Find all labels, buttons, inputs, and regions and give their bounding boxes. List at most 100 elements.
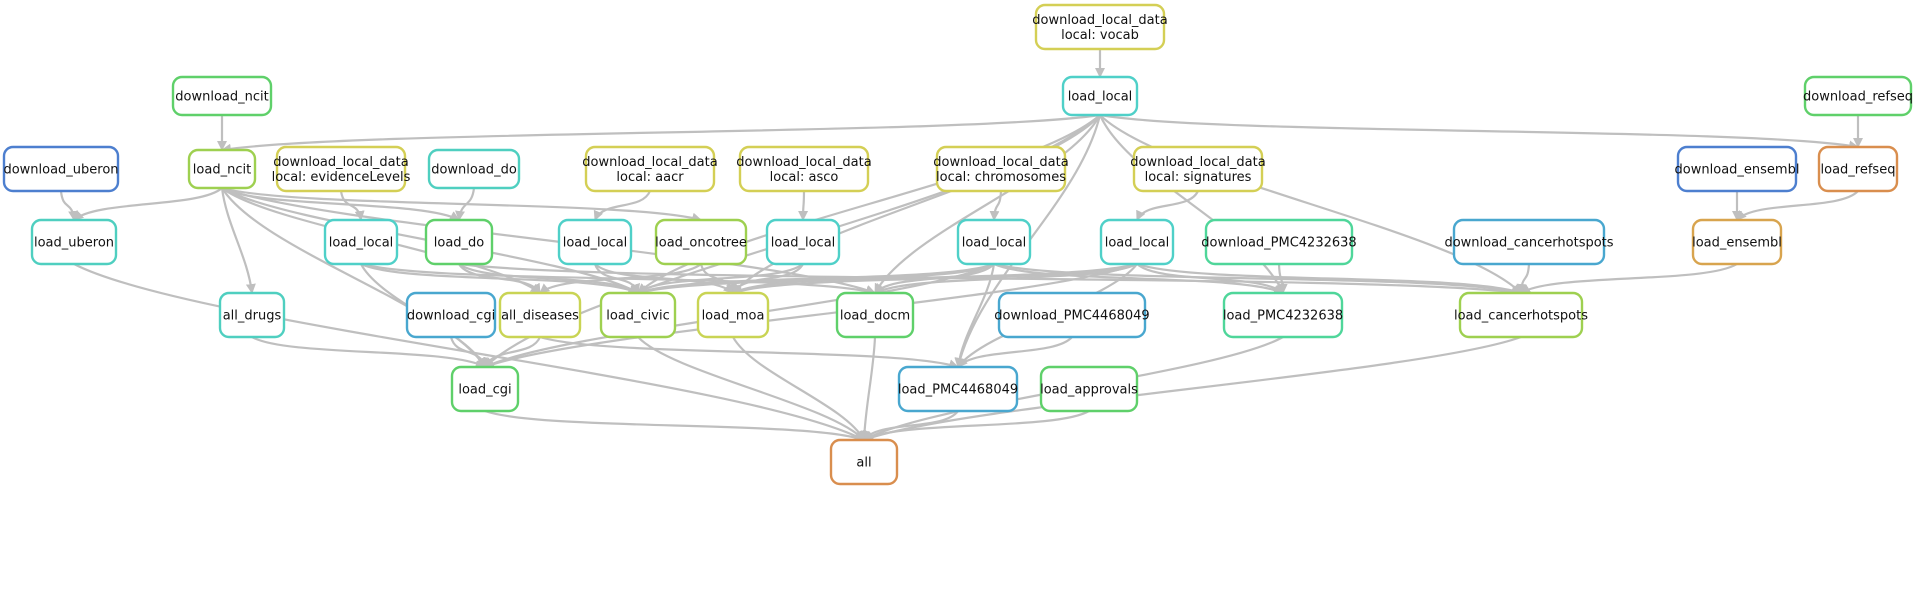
- edge-load_ncit-to-load_uberon: [73, 187, 223, 221]
- node-label: download_local_data: [736, 155, 871, 170]
- node-box: [956, 218, 1032, 266]
- node-box: [1676, 145, 1798, 193]
- edge-load_civic-to-all: [637, 336, 865, 441]
- edge-ll_asco-to-load_civic: [637, 263, 804, 294]
- node-label: download_local_data: [582, 155, 717, 170]
- node-label: all_drugs: [223, 309, 282, 324]
- edge-download_uberon-to-load_uberon: [59, 190, 79, 221]
- node-box: [584, 145, 716, 193]
- edge-load_local_main-to-load_ncit: [221, 113, 1101, 154]
- node-load_civic[interactable]: load_civic: [599, 291, 677, 339]
- node-box: [218, 291, 286, 339]
- edge-download_PMC4468049-to-load_PMC4468049: [957, 336, 1073, 368]
- node-load_cancerhotspots[interactable]: load_cancerhotspots: [1454, 291, 1588, 339]
- node-ll_sig[interactable]: load_local: [1099, 218, 1175, 266]
- node-download_cancerhotspots[interactable]: download_cancerhotspots: [1444, 218, 1614, 266]
- node-box: [696, 291, 770, 339]
- node-box: [275, 145, 407, 193]
- node-label: download_PMC4468049: [994, 309, 1149, 324]
- node-box: [1458, 291, 1584, 339]
- node-download_refseq[interactable]: download_refseq: [1803, 75, 1913, 117]
- node-download_PMC4232638[interactable]: download_PMC4232638: [1201, 218, 1357, 266]
- edge-all_diseases-to-load_PMC4468049: [539, 335, 959, 370]
- edge-load_local_main-to-load_moa: [732, 114, 1101, 294]
- node-label: load_local: [1068, 90, 1133, 105]
- node-box: [829, 438, 899, 486]
- node-download_cgi[interactable]: download_cgi: [405, 291, 497, 339]
- edge-ll_chrom-to-load_cancerhotspots: [993, 262, 1522, 296]
- node-label: load_ensembl: [1692, 236, 1782, 251]
- node-load_do[interactable]: load_do: [424, 218, 494, 266]
- node-all_drugs[interactable]: all_drugs: [218, 291, 286, 339]
- edge-dl_sig-to-ll_sig: [1136, 190, 1199, 221]
- node-box: [1099, 218, 1175, 266]
- node-box: [765, 218, 841, 266]
- node-ll_aacr[interactable]: load_local: [557, 218, 633, 266]
- node-box: [1132, 145, 1264, 193]
- node-box: [1452, 218, 1606, 266]
- node-ll_asco[interactable]: load_local: [765, 218, 841, 266]
- node-box: [498, 291, 582, 339]
- edge-ll_chrom-to-load_civic: [637, 262, 995, 295]
- edge-dl_evidence-to-ll_evidence: [339, 190, 365, 221]
- edge-load_refseq-to-load_ensembl: [1736, 190, 1859, 221]
- node-box: [427, 148, 521, 190]
- node-label: load_cgi: [458, 383, 511, 398]
- node-label: load_local: [962, 236, 1027, 251]
- node-label: load_approvals: [1040, 383, 1138, 398]
- node-load_cgi[interactable]: load_cgi: [450, 365, 520, 413]
- node-box: [557, 218, 633, 266]
- node-label: download_local_data: [1130, 155, 1265, 170]
- node-label: local: aacr: [616, 170, 684, 185]
- node-ll_evidence[interactable]: load_local: [323, 218, 399, 266]
- node-label: load_local: [329, 236, 394, 251]
- edge-load_approvals-to-all: [863, 410, 1090, 441]
- edge-load_docm-to-all: [859, 336, 877, 441]
- node-box: [187, 148, 257, 190]
- node-load_ensembl[interactable]: load_ensembl: [1691, 218, 1783, 266]
- node-box: [1803, 75, 1913, 117]
- node-label: download_ensembl: [1675, 163, 1800, 178]
- node-load_local_main[interactable]: load_local: [1061, 75, 1139, 117]
- node-ll_chrom[interactable]: load_local: [956, 218, 1032, 266]
- node-download_do[interactable]: download_do: [427, 148, 521, 190]
- node-label: load_local: [563, 236, 628, 251]
- edge-ll_sig-to-load_cancerhotspots: [1136, 262, 1522, 295]
- node-load_PMC4232638[interactable]: load_PMC4232638: [1222, 291, 1344, 339]
- node-load_oncotree[interactable]: load_oncotree: [654, 218, 748, 266]
- node-box: [897, 365, 1019, 413]
- node-all[interactable]: all: [829, 438, 899, 486]
- node-load_PMC4468049[interactable]: load_PMC4468049: [897, 365, 1019, 413]
- node-load_docm[interactable]: load_docm: [835, 291, 915, 339]
- node-load_refseq[interactable]: load_refseq: [1817, 145, 1899, 193]
- node-load_approvals[interactable]: load_approvals: [1039, 365, 1139, 413]
- node-box: [654, 218, 748, 266]
- node-box: [323, 218, 399, 266]
- node-label: load_local: [771, 236, 836, 251]
- node-load_ncit[interactable]: load_ncit: [187, 148, 257, 190]
- node-load_uberon[interactable]: load_uberon: [30, 218, 118, 266]
- node-box: [1222, 291, 1344, 339]
- edge-load_ncit-to-all_drugs: [220, 187, 256, 294]
- edge-load_local_main-to-load_civic: [637, 114, 1101, 294]
- node-label: download_local_data: [1032, 13, 1167, 28]
- node-label: all: [856, 456, 871, 471]
- node-all_diseases[interactable]: all_diseases: [498, 291, 582, 339]
- node-download_ncit[interactable]: download_ncit: [171, 75, 273, 117]
- node-label: load_PMC4232638: [1223, 309, 1343, 324]
- node-box: [935, 145, 1067, 193]
- node-label: local: signatures: [1145, 170, 1252, 185]
- edge-load_oncotree-to-all_diseases: [539, 263, 702, 294]
- node-box: [1691, 218, 1783, 266]
- node-download_PMC4468049[interactable]: download_PMC4468049: [994, 291, 1150, 339]
- node-download_uberon[interactable]: download_uberon: [2, 145, 120, 193]
- node-download_ensembl[interactable]: download_ensembl: [1675, 145, 1800, 193]
- node-label: download_local_data: [933, 155, 1068, 170]
- node-load_moa[interactable]: load_moa: [696, 291, 770, 339]
